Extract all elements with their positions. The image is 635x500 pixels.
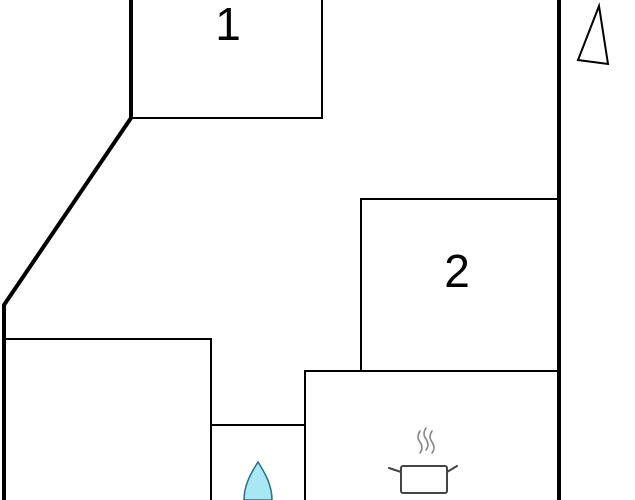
room-2-outline bbox=[360, 198, 559, 371]
north-arrow-icon bbox=[576, 2, 610, 66]
room-1-label: 1 bbox=[215, 0, 241, 50]
room-1: 1 bbox=[131, 0, 323, 119]
cooking-pot-icon bbox=[388, 427, 458, 494]
kitchen bbox=[304, 370, 559, 500]
kitchen-outline bbox=[304, 370, 559, 500]
bottom-left-room-outline bbox=[4, 338, 212, 500]
bathroom bbox=[211, 424, 305, 500]
outer-wall-left bbox=[2, 0, 133, 500]
room-2-label: 2 bbox=[444, 245, 470, 297]
room-2: 2 bbox=[360, 198, 559, 371]
room-1-outline bbox=[131, 0, 323, 119]
shower-drop-icon bbox=[243, 460, 273, 500]
